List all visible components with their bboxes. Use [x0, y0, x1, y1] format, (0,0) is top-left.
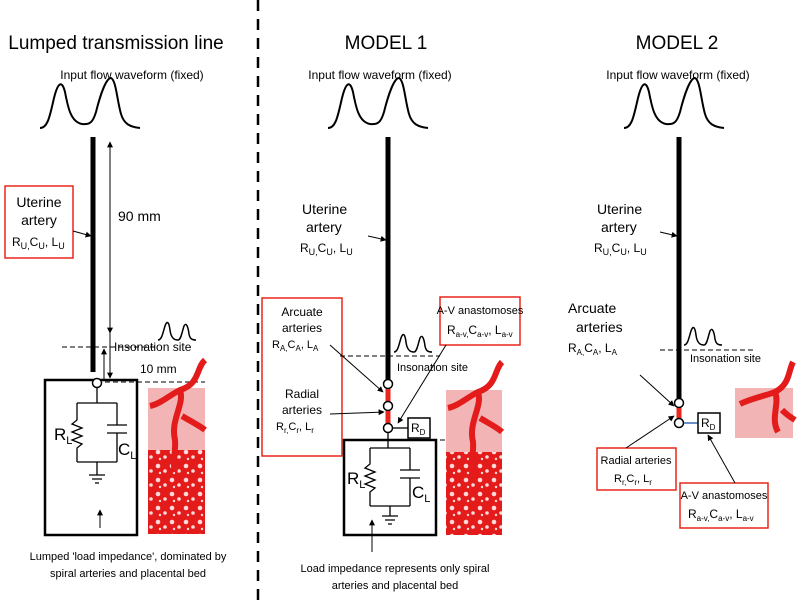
- model1-node-2: [382, 400, 394, 412]
- model2-rd-label: RD: [701, 416, 716, 432]
- lumped-offset-label: 10 mm: [140, 362, 177, 376]
- model1-av-params: Ra-v,Ca-v, La-v: [447, 323, 513, 339]
- model1-rd-label: RD: [411, 421, 426, 437]
- model1-radial-params: Rr,Cr, Lr: [276, 421, 314, 435]
- model1-uterine-line2: artery: [306, 219, 342, 235]
- model2-panel: MODEL 2 Input flow waveform (fixed) Uter…: [568, 33, 797, 529]
- model1-arcuate-pointer: [329, 344, 384, 393]
- model2-av-box: [679, 482, 769, 529]
- model2-arcuate-params: RA,CA, LA: [568, 341, 618, 357]
- model2-av-title: A-V anastomoses: [681, 490, 768, 502]
- model1-arcuate-params: RA,CA, LA: [272, 339, 319, 353]
- model2-uterine-params: RU,CU, LU: [594, 241, 647, 257]
- model2-uterine-line1: Uterine: [597, 201, 642, 217]
- lumped-uterine-box: [4, 185, 74, 259]
- lumped-circuit: [70, 388, 127, 484]
- model1-node-1: [382, 378, 394, 390]
- model1-cl-label: CL: [412, 483, 430, 505]
- model2-insonation-waveform: [683, 326, 723, 346]
- model2-arcuate-line2: arteries: [576, 319, 623, 335]
- model1-title: MODEL 1: [345, 33, 428, 54]
- model1-rd-box: [407, 417, 431, 439]
- model1-uterine-params: RU,CU, LU: [300, 241, 353, 257]
- model1-arcuate-line2: arteries: [282, 321, 322, 335]
- lumped-uterine-line1: Uterine: [16, 194, 61, 210]
- model1-caption-line2: arteries and placental bed: [332, 580, 459, 592]
- lumped-uterine-params: RU,CU, LU: [12, 235, 65, 251]
- model2-rd-box: [697, 412, 721, 434]
- model1-circuit: [363, 433, 420, 525]
- model2-insonation-label: Insonation site: [690, 353, 761, 365]
- model2-av-pointer: [707, 434, 736, 484]
- lumped-panel: Lumped transmission line Input flow wave…: [4, 33, 227, 580]
- model1-insonation-waveform: [393, 333, 433, 353]
- model1-insonation-label: Insonation site: [397, 362, 468, 374]
- model2-radial-params: Rr,Cr, Lr: [614, 473, 652, 487]
- lumped-uterine-line2: artery: [21, 212, 57, 228]
- model2-uterine-pointer: [659, 231, 678, 238]
- model1-av-title: A-V anastomoses: [437, 305, 524, 317]
- model2-node-2: [673, 417, 685, 429]
- model1-rl-label: RL: [347, 469, 365, 491]
- model1-arcuate-line1: Arcuate: [281, 305, 323, 319]
- lumped-uterine-pointer: [72, 230, 92, 238]
- model2-arcuate-line1: Arcuate: [568, 300, 616, 316]
- lumped-length-label: 90 mm: [118, 208, 161, 224]
- model1-uterine-pointer: [367, 235, 387, 242]
- lumped-rl-label: RL: [54, 425, 72, 447]
- model2-radial-pointer: [625, 415, 675, 449]
- model1-node-3: [382, 422, 394, 434]
- model1-input-waveform: [327, 76, 429, 129]
- model1-caption-line1: Load impedance represents only spiral: [301, 563, 490, 575]
- model2-placenta-illustration: [735, 360, 797, 438]
- lumped-input-label: Input flow waveform (fixed): [60, 68, 203, 82]
- lumped-cl-label: CL: [118, 440, 136, 462]
- model2-uterine-line2: artery: [601, 219, 637, 235]
- model1-radial-line1: Radial: [285, 387, 319, 401]
- model2-input-waveform: [623, 76, 725, 129]
- lumped-input-waveform: [39, 76, 141, 129]
- lumped-caption-line1: Lumped 'load impedance', dominated by: [30, 551, 227, 563]
- model2-av-params: Ra-v,Ca-v, La-v: [688, 507, 754, 523]
- model1-uterine-line1: Uterine: [302, 201, 347, 217]
- lumped-node: [91, 377, 103, 389]
- model1-radial-line2: arteries: [282, 403, 322, 417]
- model1-placenta-illustration: [446, 359, 505, 535]
- model1-av-box: [439, 296, 521, 346]
- model1-panel: MODEL 1 Input flow waveform (fixed) Uter…: [261, 33, 524, 592]
- model1-load-box: [342, 438, 438, 537]
- model2-node-1: [673, 397, 685, 409]
- model1-av-pointer: [397, 344, 447, 424]
- lumped-caption-line2: spiral arteries and placental bed: [50, 568, 206, 580]
- model1-radial-pointer: [329, 409, 385, 416]
- model1-arcuate-box: [261, 297, 343, 457]
- model2-input-label: Input flow waveform (fixed): [606, 68, 749, 82]
- model2-title: MODEL 2: [636, 33, 719, 54]
- model2-radial-box: [596, 447, 677, 491]
- lumped-title: Lumped transmission line: [8, 33, 223, 54]
- lumped-insonation-label: Insonation site: [114, 340, 192, 354]
- lumped-load-box: [43, 378, 139, 537]
- lumped-placenta-illustration: [148, 357, 208, 534]
- model1-input-label: Input flow waveform (fixed): [308, 68, 451, 82]
- lumped-insonation-waveform: [157, 321, 197, 341]
- model2-radial-title: Radial arteries: [601, 455, 672, 467]
- model2-arcuate-pointer: [639, 374, 675, 407]
